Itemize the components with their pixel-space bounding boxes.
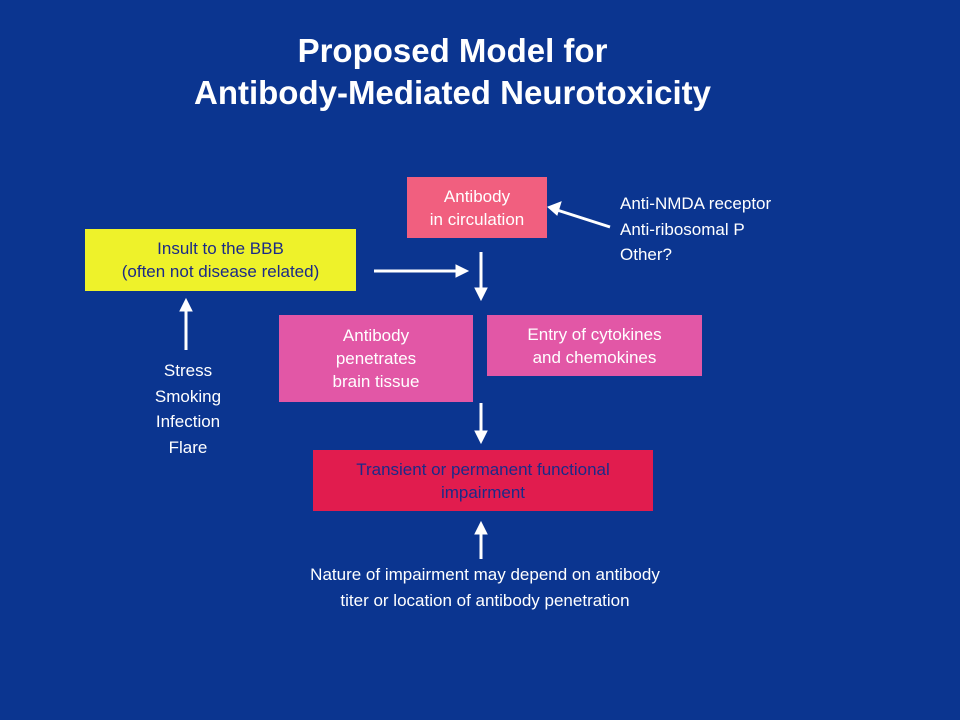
arrow-circulation-down — [474, 252, 488, 302]
trigger-3: Infection — [155, 412, 221, 431]
antibody-in-circulation-box: Antibody in circulation — [407, 177, 547, 238]
trigger-2: Smoking — [154, 386, 222, 406]
insult-line-1: Insult to the BBB — [157, 239, 284, 258]
insult-line-2: (often not disease related) — [121, 262, 320, 281]
circulation-line-2: in circulation — [429, 209, 525, 229]
antibody-type-2: Anti-ribosomal P — [620, 219, 745, 239]
title-line-1: Proposed Model for — [297, 32, 608, 69]
impairment-line-2: impairment — [440, 482, 526, 502]
impairment-line-1: Transient or permanent functional — [356, 459, 610, 479]
penetrates-line-2: penetrates — [335, 349, 417, 368]
nature-note-line-2: titer or location of antibody penetratio… — [340, 590, 630, 610]
trigger-1: Stress — [163, 361, 213, 380]
arrow-insult-to-center — [374, 264, 470, 278]
nature-note-line-1: Nature of impairment may depend on antib… — [310, 565, 660, 584]
penetrates-line-3: brain tissue — [332, 372, 420, 391]
arrow-types-to-circulation — [547, 201, 611, 229]
penetrates-line-1: Antibody — [342, 326, 410, 345]
cytokines-entry-box: Entry of cytokines and chemokines — [487, 315, 702, 376]
antibody-penetrates-box: Antibody penetrates brain tissue — [279, 315, 473, 402]
circulation-line-1: Antibody — [443, 186, 511, 206]
insult-to-bbb-box: Insult to the BBB (often not disease rel… — [85, 229, 356, 291]
antibody-type-3: Other? — [620, 245, 672, 264]
antibody-type-1: Anti-NMDA receptor — [620, 194, 772, 213]
impairment-nature-note: Nature of impairment may depend on antib… — [230, 562, 740, 613]
cytokines-line-1: Entry of cytokines — [527, 324, 662, 344]
arrow-note-up — [474, 520, 488, 559]
title-line-2: Antibody-Mediated Neurotoxicity — [193, 74, 712, 111]
trigger-4: Flare — [168, 437, 208, 457]
arrow-triggers-up — [179, 297, 193, 350]
page-title: Proposed Model for Antibody-Mediated Neu… — [0, 30, 905, 114]
arrow-middle-down — [474, 403, 488, 445]
cytokines-line-2: and chemokines — [532, 347, 657, 367]
triggers-list: Stress Smoking Infection Flare — [128, 358, 248, 460]
antibody-types-list: Anti-NMDA receptor Anti-ribosomal P Othe… — [620, 191, 771, 268]
functional-impairment-box: Transient or permanent functional impair… — [313, 450, 653, 511]
